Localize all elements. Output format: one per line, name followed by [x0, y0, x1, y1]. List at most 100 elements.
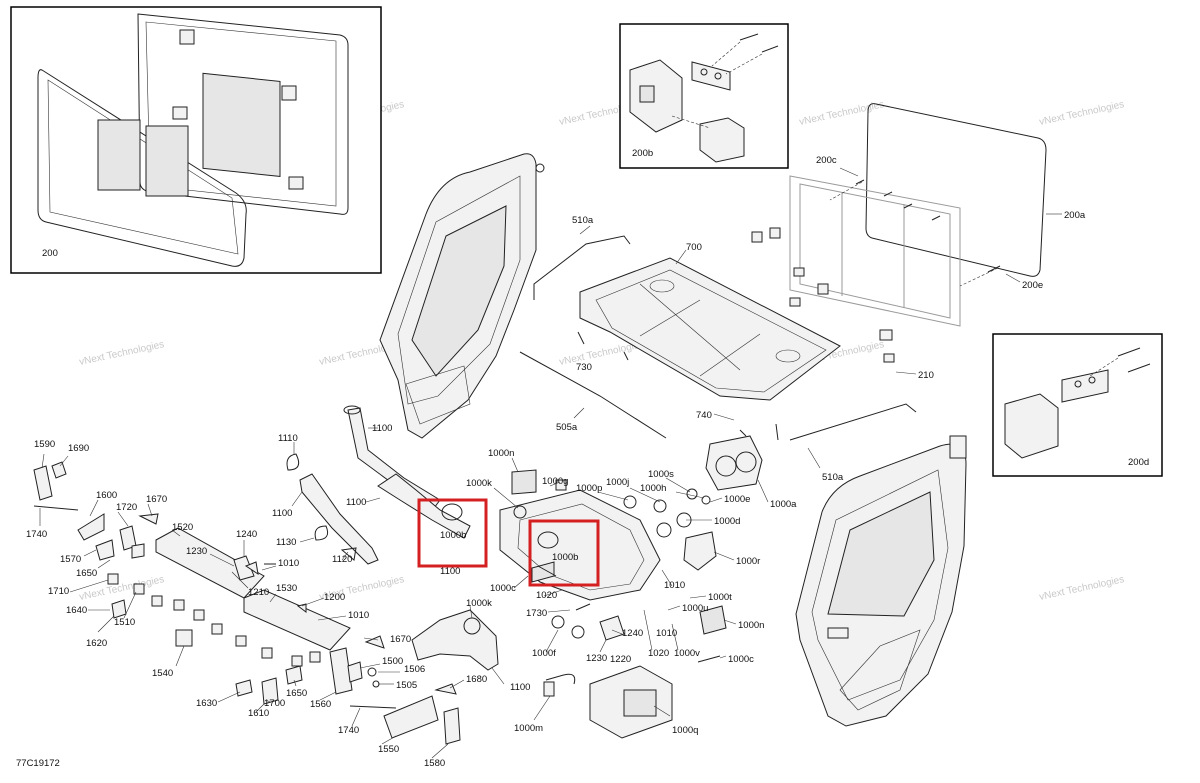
callout-1000t: 1000t: [708, 592, 732, 603]
callout-1505: 1505: [396, 680, 417, 691]
hinge: [949, 435, 967, 459]
dash-panel-upper: [155, 527, 265, 599]
hose-clamp: [441, 503, 463, 521]
screw: [296, 603, 307, 613]
callout-1600: 1600: [96, 490, 117, 501]
highlight-box-1000b-right: [528, 519, 600, 587]
callout-1500: 1500: [382, 656, 403, 667]
window-pane: [145, 125, 189, 197]
inset-frame: [10, 6, 382, 274]
callout-1730: 1730: [526, 608, 547, 619]
callout-1720: 1720: [116, 502, 137, 513]
callout-1000r: 1000r: [736, 556, 760, 567]
callout-1240: 1240: [622, 628, 643, 639]
callout-1230: 1230: [586, 653, 607, 664]
callout-1000g: 1000g: [542, 476, 568, 487]
trim-strip: [349, 705, 397, 709]
hose-clamp: [537, 531, 559, 549]
bracket: [769, 227, 781, 239]
rear-window-frame: [789, 175, 961, 327]
callout-1010: 1010: [656, 628, 677, 639]
callout-1000k: 1000k: [466, 598, 492, 609]
callout-1100: 1100: [272, 508, 292, 519]
latch-block: [172, 106, 188, 120]
latch-slot: [639, 85, 655, 103]
bracket: [817, 283, 829, 295]
screw: [244, 561, 259, 576]
watermark-text: vNext Technologies: [78, 339, 165, 368]
diagram-id: 77C19172: [16, 758, 60, 769]
clip: [364, 635, 385, 649]
callout-1110: 1110: [278, 433, 298, 444]
latch-plate: [1061, 369, 1109, 403]
bracket: [347, 661, 363, 683]
left-door: [379, 153, 545, 439]
callout-1000n: 1000n: [488, 448, 514, 459]
connector: [697, 655, 721, 663]
latch-cover: [1004, 393, 1059, 459]
callout-1560: 1560: [310, 699, 331, 710]
callout-1130: 1130: [276, 537, 296, 548]
callout-1690: 1690: [68, 443, 89, 454]
door-handle: [827, 627, 849, 639]
callout-1700: 1700: [264, 698, 285, 709]
callout-1000m: 1000m: [514, 723, 543, 734]
callout-1010: 1010: [278, 558, 299, 569]
callout-1540: 1540: [152, 668, 173, 679]
inset-label-200: 200: [42, 248, 58, 259]
hvac-unit-group: 1000n 1000k 1000g 1000p 1000j 1000s 1000…: [440, 435, 797, 739]
screw: [1117, 347, 1141, 357]
watermark-text: vNext Technologies: [1038, 574, 1125, 603]
clip: [138, 513, 159, 525]
callout-1000e: 1000e: [724, 494, 750, 505]
blower-motor: [705, 435, 763, 491]
roof-panel-group: 510a 700 730 505a 740 510a: [519, 215, 917, 483]
console-panel: [383, 695, 439, 739]
window-panel-rear: [137, 13, 349, 215]
callout-1000k: 1000k: [466, 478, 492, 489]
callout-1100: 1100: [510, 682, 530, 693]
latch-block: [288, 176, 304, 190]
callout-1610: 1610: [248, 708, 269, 719]
callout-1220: 1220: [610, 654, 631, 665]
callout-1000c: 1000c: [728, 654, 754, 665]
callout-1000c: 1000c: [490, 583, 516, 594]
bracket: [233, 555, 255, 581]
duct-clip: [340, 547, 357, 561]
callout-1000b: 1000b: [440, 530, 466, 541]
switch: [111, 599, 127, 619]
callout-200c: 200c: [816, 155, 837, 166]
trim-panel: [329, 647, 353, 695]
callout-1010: 1010: [348, 610, 369, 621]
door-window-left: [411, 205, 507, 377]
switch: [285, 665, 303, 685]
callout-1520: 1520: [172, 522, 193, 533]
windshield-seal: [519, 351, 667, 439]
screw: [739, 33, 759, 41]
highlight-boxes: [417, 498, 600, 587]
latch-block: [281, 85, 297, 101]
right-door: [795, 435, 967, 727]
bracket: [879, 329, 893, 341]
clip: [51, 461, 67, 479]
rear-window-seal: [865, 103, 1047, 277]
duct-clamp: [286, 453, 300, 471]
rear-window-group: 200c 200a 200e 210: [751, 103, 1086, 381]
bracket: [883, 353, 895, 363]
highlight-box-1000b-left: [417, 498, 488, 568]
duct-clamp: [314, 525, 329, 541]
switch-blank: [175, 629, 193, 647]
callout-1230: 1230: [186, 546, 207, 557]
inset-label-200d: 200d: [1128, 457, 1149, 468]
callout-1000b: 1000b: [552, 552, 578, 563]
callout-1550: 1550: [378, 744, 399, 755]
callout-1000n: 1000n: [738, 620, 764, 631]
callout-1590: 1590: [34, 439, 55, 450]
duct-left: [299, 473, 379, 565]
clip: [555, 479, 567, 491]
callout-1680: 1680: [466, 674, 487, 685]
bracket: [599, 615, 625, 641]
vent: [33, 465, 53, 501]
callout-1200: 1200: [324, 592, 345, 603]
